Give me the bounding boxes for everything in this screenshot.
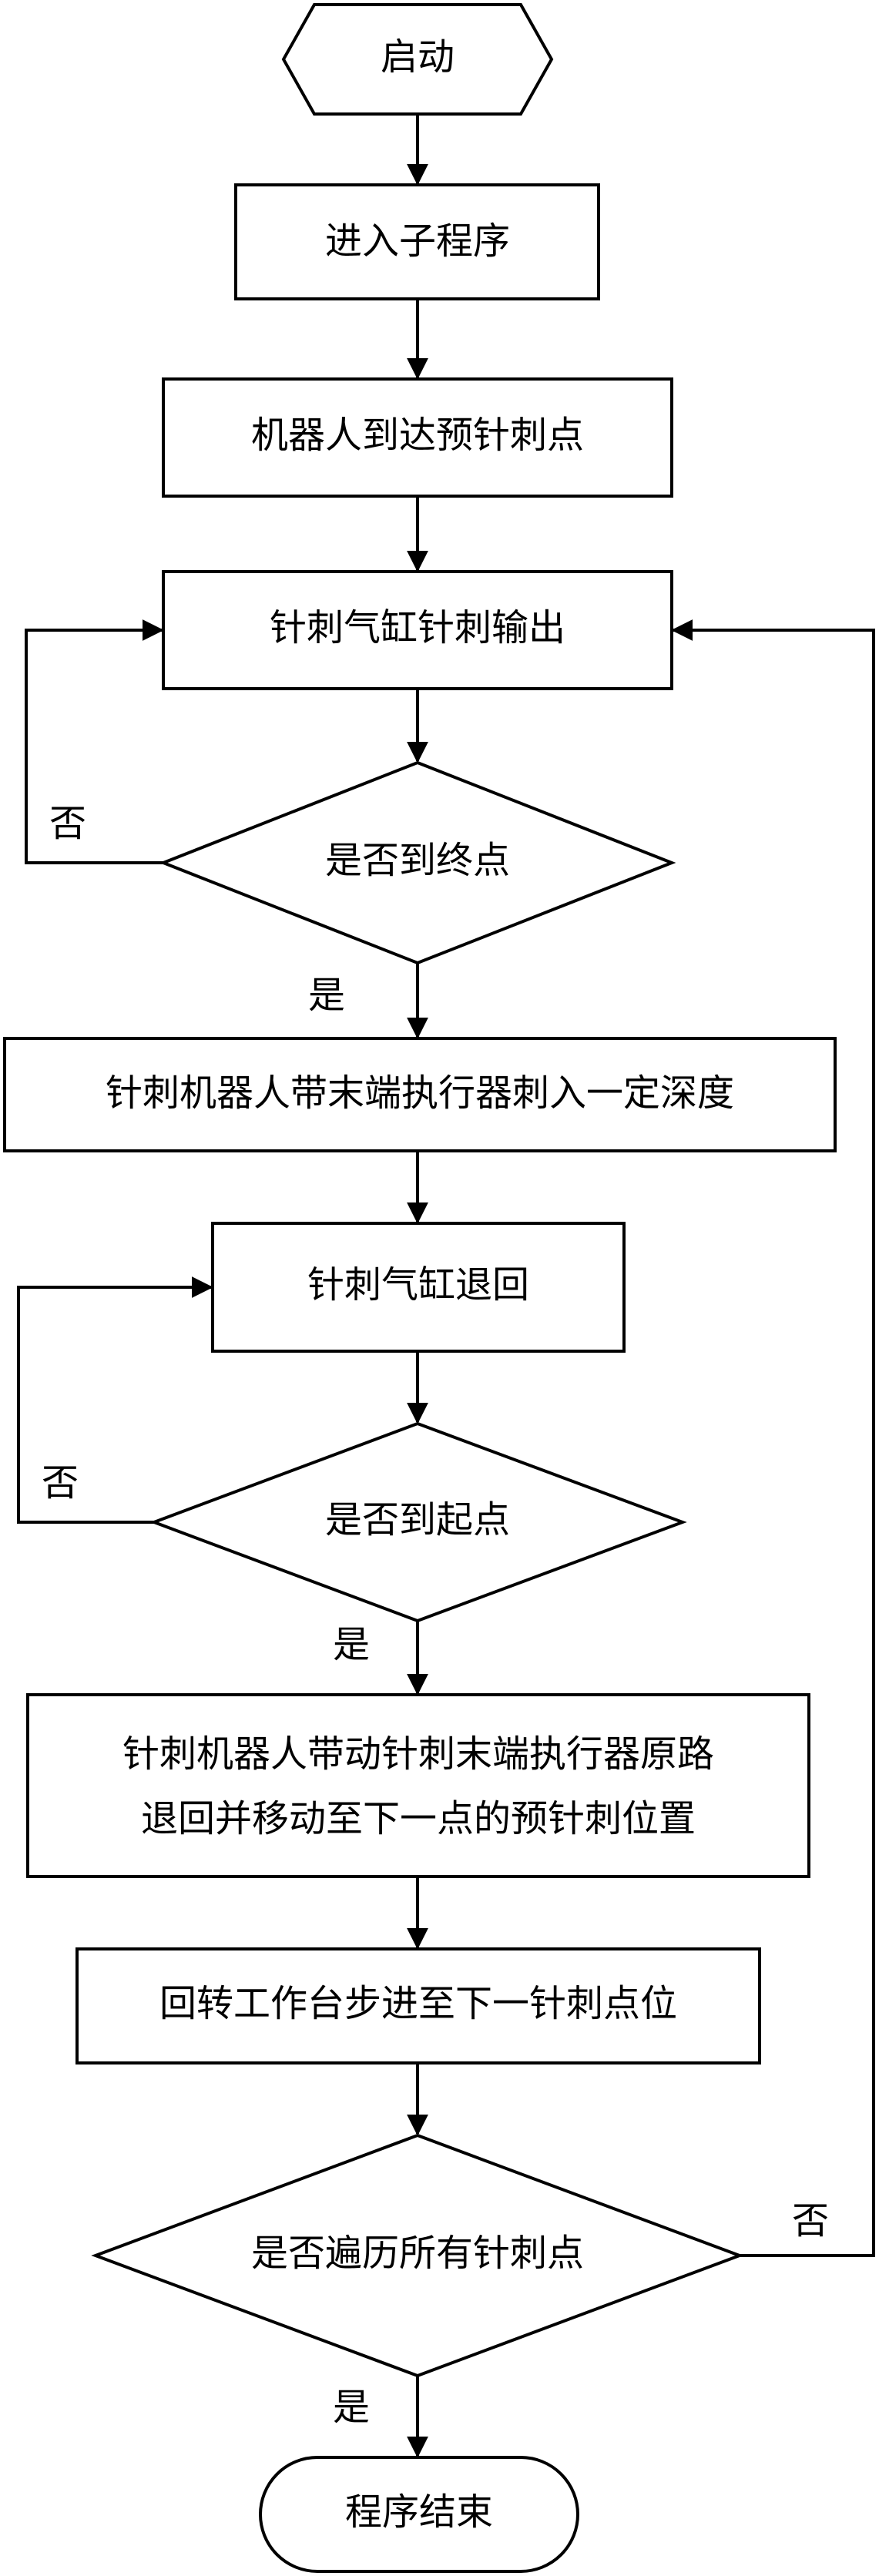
robot-return-label-line1: 针刺机器人带动针刺末端执行器原路	[122, 1732, 714, 1776]
check-all-points-label: 是否遍历所有针刺点	[251, 2232, 584, 2275]
yes-label-startpoint: 是	[333, 1623, 370, 1666]
turntable-step-label: 回转工作台步进至下一针刺点位	[159, 1982, 677, 2025]
check-endpoint-label: 是否到终点	[325, 839, 510, 882]
robot-return-box	[26, 1693, 810, 1878]
no-loop-startpoint	[17, 1276, 213, 1524]
end-terminal	[259, 2456, 579, 2573]
no-label-all-points: 否	[792, 2199, 829, 2242]
no-label-startpoint: 否	[42, 1461, 79, 1504]
yes-label-all-points: 是	[333, 2386, 370, 2429]
enter-subprogram-box	[234, 183, 600, 300]
no-loop-endpoint	[25, 619, 164, 864]
start-label: 启动	[381, 35, 455, 79]
cylinder-output-label: 针刺气缸针刺输出	[270, 606, 565, 649]
no-loop-all-points	[671, 619, 875, 2257]
enter-subprogram-label: 进入子程序	[325, 220, 510, 263]
end-label: 程序结束	[345, 2490, 493, 2534]
cylinder-retract-label: 针刺气缸退回	[307, 1263, 529, 1306]
check-startpoint-label: 是否到起点	[325, 1498, 510, 1541]
robot-return-label-line2: 退回并移动至下一点的预针刺位置	[141, 1797, 696, 1840]
yes-label-endpoint: 是	[308, 974, 345, 1017]
no-label-endpoint: 否	[49, 802, 86, 845]
robot-reach-pre-point-label: 机器人到达预针刺点	[251, 414, 584, 457]
robot-insert-box	[3, 1037, 837, 1152]
cylinder-retract-box	[211, 1222, 626, 1353]
robot-insert-label: 针刺机器人带末端执行器刺入一定深度	[106, 1072, 734, 1115]
start-terminal	[281, 3, 554, 116]
turntable-step-box	[75, 1947, 761, 2064]
robot-reach-pre-point-box	[162, 377, 673, 498]
